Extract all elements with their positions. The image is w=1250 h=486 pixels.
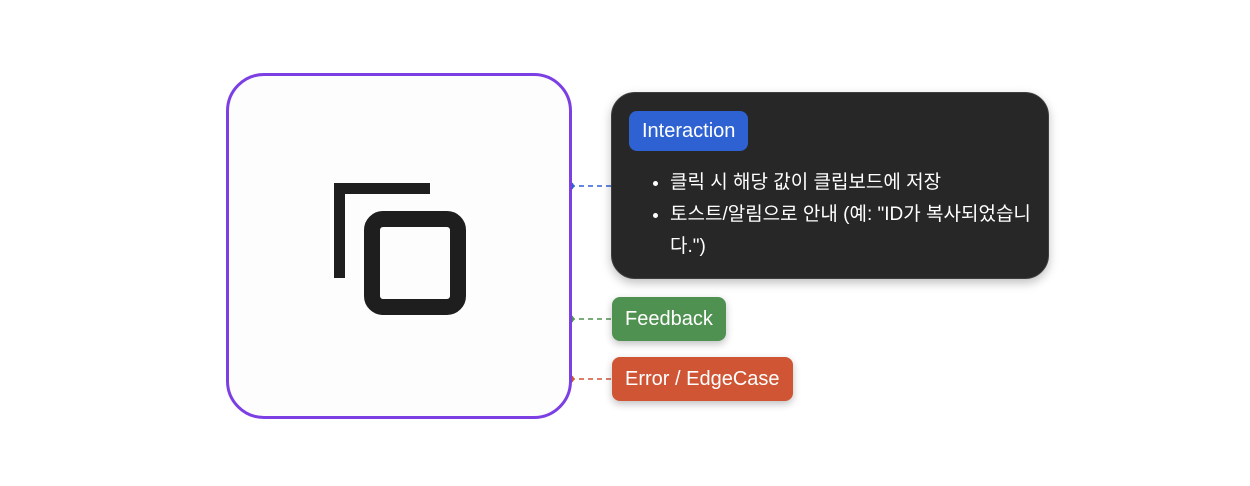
interaction-panel: Interaction 클릭 시 해당 값이 클립보드에 저장 토스트/알림으로… <box>611 92 1049 279</box>
feedback-badge: Feedback <box>612 297 726 341</box>
interaction-item-toast: 토스트/알림으로 안내 (예: "ID가 복사되었습니다.") <box>670 199 1060 263</box>
connector-interaction <box>566 182 611 190</box>
copy-icon-card[interactable] <box>226 73 572 419</box>
error-edgecase-badge: Error / EdgeCase <box>612 357 793 401</box>
interaction-badge: Interaction <box>629 111 749 151</box>
interaction-item-copy: 클릭 시 해당 값이 클립보드에 저장 <box>670 167 1060 199</box>
interaction-list: 클릭 시 해당 값이 클립보드에 저장 토스트/알림으로 안내 (예: "ID가… <box>648 167 1060 263</box>
copy-icon <box>334 183 466 315</box>
connector-error <box>566 375 612 383</box>
connector-feedback <box>566 315 612 323</box>
